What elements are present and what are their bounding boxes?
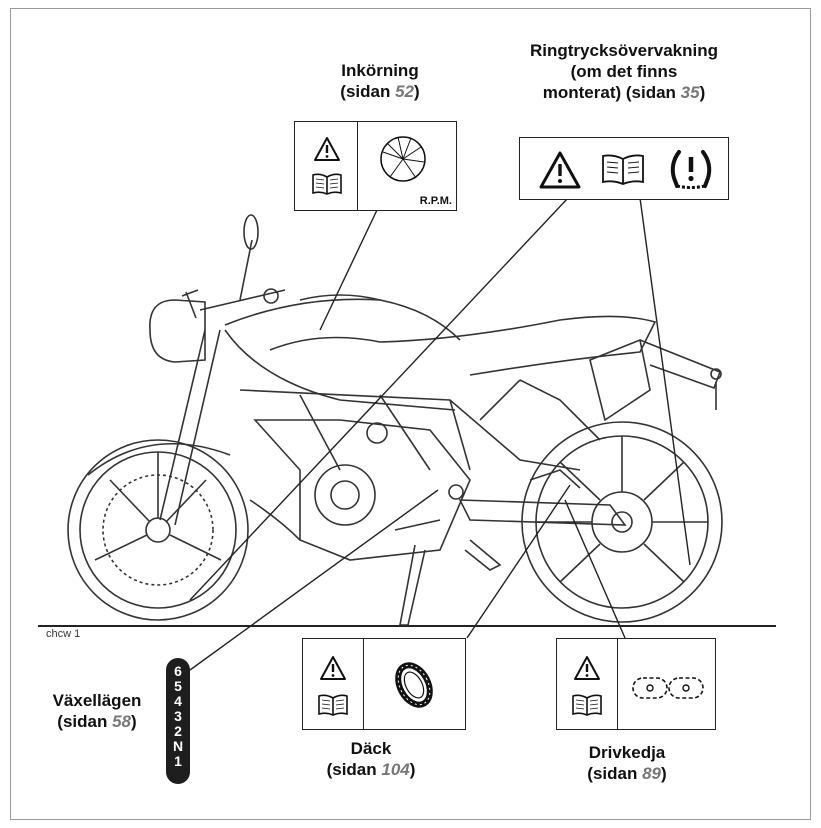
gear-position: 5 (174, 678, 182, 694)
gear-position: 4 (174, 693, 182, 709)
manual-book-icon (312, 173, 342, 195)
page-frame (10, 8, 811, 820)
leader-break-in (319, 209, 378, 331)
gear-position: 3 (174, 708, 182, 724)
leader-gears (189, 489, 439, 671)
warning-icon (539, 151, 581, 189)
gears-page-ref: (sidan 58) (57, 712, 137, 731)
break-in-title: Inkörning (341, 61, 419, 80)
gear-position: 2 (174, 723, 182, 739)
tpms-page-ref: monterat) (sidan 35) (542, 83, 706, 102)
gear-position: N (172, 738, 184, 754)
tyres-title: Däck (350, 739, 392, 758)
warning-icon (314, 137, 340, 161)
manual-book-icon (572, 694, 602, 716)
leader-tpms-front (189, 197, 569, 601)
tpms-label: Ringtrycksövervakning (om det finns mont… (490, 40, 758, 103)
gear-position: 1 (174, 753, 182, 769)
rpm-label: R.P.M. (419, 195, 452, 207)
drive-chain-label: Drivkedja (sidan 89) (562, 742, 692, 784)
break-in-page-ref: (sidan 52) (340, 82, 420, 101)
leader-tpms-rear (639, 197, 691, 566)
drive-chain-title: Drivkedja (588, 743, 666, 762)
leader-chain (564, 499, 626, 639)
tachometer-icon (380, 136, 426, 182)
drive-chain-page-ref: (sidan 89) (587, 764, 667, 783)
gears-label: Växellägen (sidan 58) (36, 690, 158, 732)
warning-icon (574, 656, 600, 680)
break-in-label: Inkörning (sidan 52) (310, 60, 450, 102)
figure-caption: chcw 1 (46, 628, 81, 640)
warning-icon (320, 656, 346, 680)
leader-tyres (466, 484, 571, 639)
tyres-label: Däck (sidan 104) (306, 738, 436, 780)
tpms-line2: (om det finns (570, 62, 678, 81)
tpms-title: Ringtrycksövervakning (529, 41, 718, 60)
manual-book-icon (318, 694, 348, 716)
manual-book-icon (602, 154, 644, 185)
tpms-symbol-box (519, 137, 729, 200)
gear-indicator-icon: 6 5 4 3 2 N 1 (166, 658, 190, 784)
break-in-symbol-box: R.P.M. (294, 121, 457, 211)
drive-chain-symbol-box (556, 638, 716, 730)
tyres-page-ref: (sidan 104) (326, 760, 416, 779)
tyre-icon (395, 662, 433, 708)
gears-title: Växellägen (52, 691, 142, 710)
gear-position: 6 (174, 663, 182, 679)
chain-icon (632, 677, 704, 699)
tpms-icon (670, 150, 712, 189)
tyres-symbol-box (302, 638, 466, 730)
